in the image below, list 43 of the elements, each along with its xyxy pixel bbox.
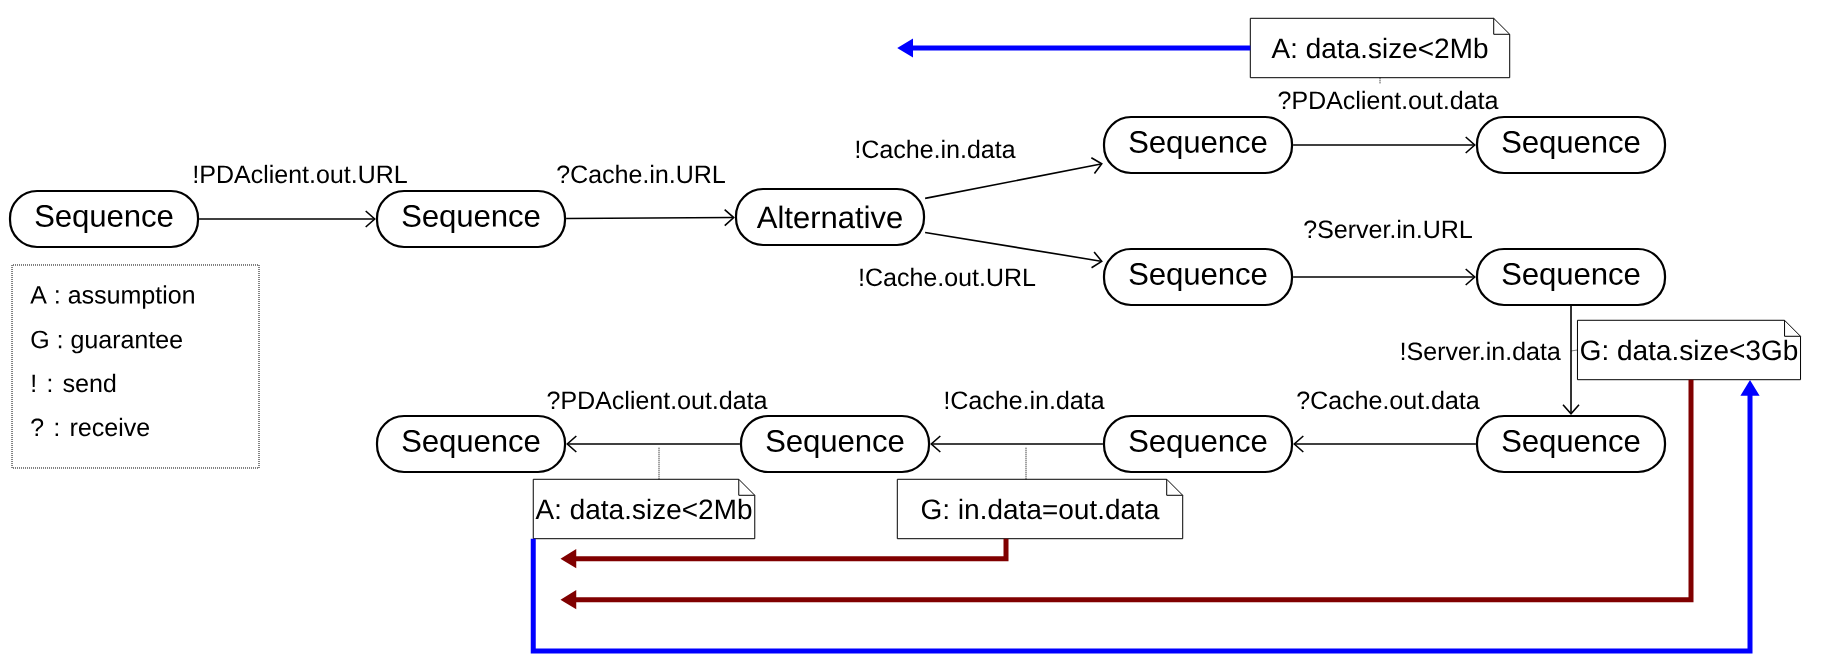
state-box: Sequence (8, 189, 200, 249)
state-box: Sequence (1475, 247, 1667, 307)
note-box: G: data.size<3Gb (1576, 319, 1802, 381)
edge-label: !Cache.out.URL (857, 266, 1037, 288)
edge-label: !Cache.in.data (853, 138, 1017, 160)
leader-line (1025, 446, 1027, 480)
leader-line (1570, 349, 1578, 352)
legend-text: ! : send (32, 373, 116, 393)
arrow (924, 156, 1103, 200)
state-box: Sequence (1475, 414, 1667, 474)
arrow (1292, 136, 1476, 154)
state-box: Sequence (1475, 115, 1667, 175)
edge-label: ?Cache.in.URL (555, 163, 727, 185)
arrow (565, 208, 735, 227)
arrow (198, 210, 376, 228)
arrow (1293, 435, 1477, 453)
arrow (1292, 268, 1476, 286)
arrow (1562, 305, 1580, 415)
note-box: A: data.size<2Mb (1249, 17, 1511, 79)
state-box: Sequence (1102, 115, 1294, 175)
note-box: G: in.data=out.data (896, 478, 1184, 540)
note-box: A: data.size<2Mb (532, 478, 756, 540)
legend-text: ? : receive (31, 417, 150, 437)
legend-text: A : assumption (30, 285, 194, 309)
edge-label: !PDAclient.out.URL (191, 163, 409, 185)
arrow (930, 435, 1104, 453)
edge-label: !Server.in.data (1398, 340, 1562, 362)
state-box: Sequence (375, 414, 567, 474)
edge-label: ?Server.in.URL (1302, 218, 1474, 240)
state-box: Sequence (739, 414, 931, 474)
arrow (924, 231, 1103, 269)
edge-label: !Cache.in.data (942, 389, 1106, 411)
state-box: Sequence (375, 189, 567, 249)
edge-label: ?PDAclient.out.data (545, 389, 769, 411)
legend-text: G : guarantee (31, 330, 182, 354)
state-box: Sequence (1102, 247, 1294, 307)
state-box: Sequence (1102, 414, 1294, 474)
edge-label: ?PDAclient.out.data (1276, 89, 1500, 111)
state-box: Alternative (734, 187, 926, 247)
edge-label: ?Cache.out.data (1295, 389, 1481, 411)
leader-line (658, 446, 660, 480)
arrow (566, 435, 741, 453)
leader-line (1379, 77, 1381, 85)
